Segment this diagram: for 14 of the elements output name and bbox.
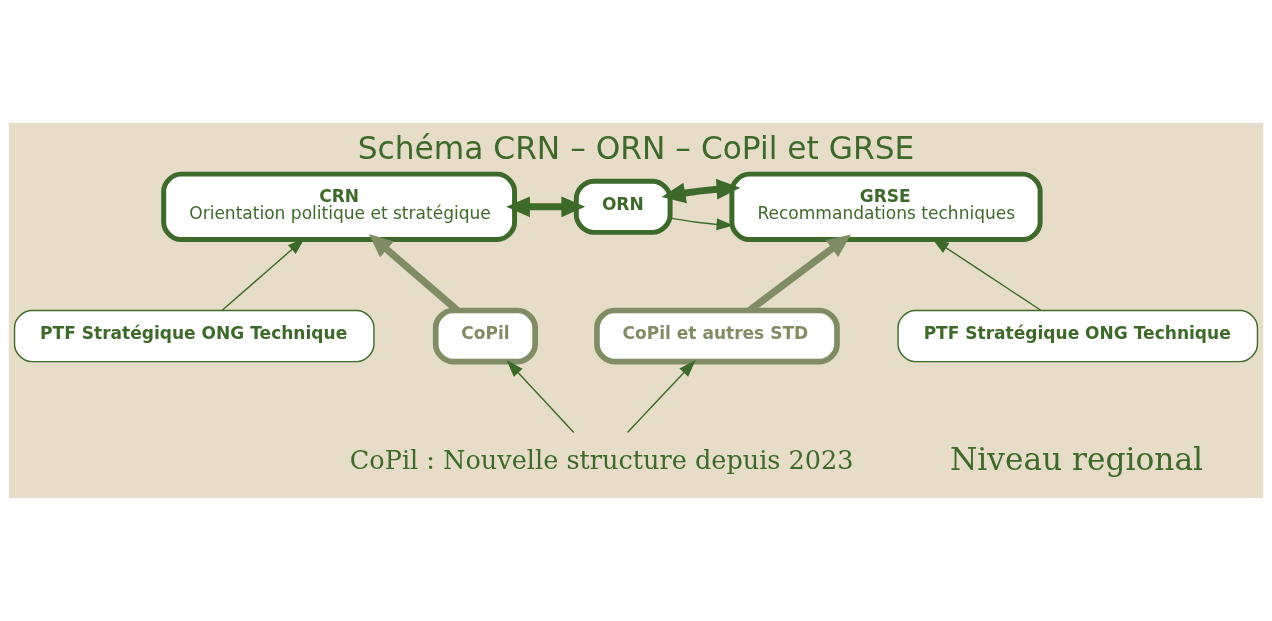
label: Niveau regional	[949, 441, 1204, 478]
node-box: PTF Stratégique ONG Technique	[13, 309, 375, 363]
node-box: CoPil et autres STD	[594, 307, 840, 365]
arrow	[626, 360, 696, 434]
node-box: ORN	[573, 178, 673, 235]
arrow	[506, 196, 586, 218]
arrow	[506, 360, 575, 434]
node-text: CoPil : Nouvelle structure depuis 2023	[349, 444, 854, 475]
node-box: CoPil	[432, 307, 538, 365]
diagram-title: Schéma CRN – ORN – CoPil et GRSE	[357, 130, 915, 167]
node-box: CRN Orientation politique et stratégique	[161, 171, 518, 242]
node-box: PTF Stratégique ONG Technique	[897, 309, 1259, 363]
arrow	[661, 178, 741, 204]
node-box: GRSE Recommandations techniques	[729, 171, 1043, 242]
